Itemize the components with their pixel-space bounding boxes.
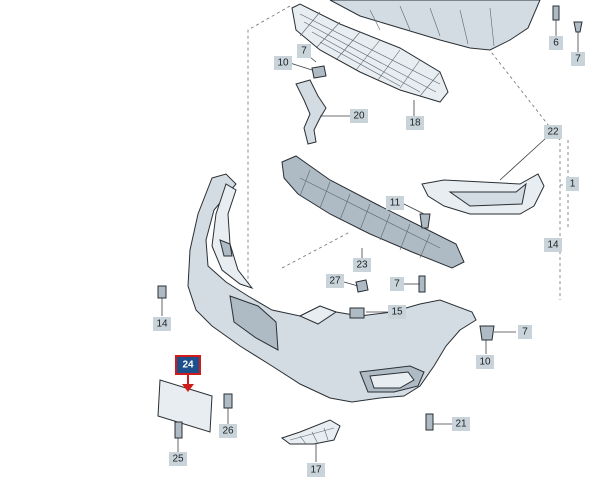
callout-23: 23	[356, 260, 368, 271]
callout-18: 18	[409, 118, 421, 129]
callout-22: 22	[547, 127, 559, 138]
callout-10-top: 10	[277, 58, 289, 69]
callout-26: 26	[222, 426, 234, 437]
absorber-body	[281, 155, 465, 269]
callout-27: 27	[329, 276, 341, 287]
clip-11	[419, 213, 431, 229]
guide-mid	[281, 231, 351, 269]
callout-17: 17	[310, 465, 322, 476]
callout-14-left: 14	[156, 319, 168, 330]
callout-7-mid: 7	[394, 279, 400, 290]
callout-24-box	[175, 355, 201, 375]
clip-27	[355, 279, 369, 293]
fasteners	[157, 5, 583, 439]
fog-lamp-frame	[421, 173, 545, 215]
clip-10-right	[479, 325, 495, 341]
callout-15: 15	[391, 307, 403, 318]
callout-21: 21	[455, 419, 467, 430]
radiator-grille	[291, 3, 449, 103]
bumper-cover	[187, 173, 477, 403]
side-bracket	[295, 79, 327, 145]
screw-25	[174, 421, 183, 439]
cap-15	[349, 307, 365, 319]
callout-7-top: 7	[301, 46, 307, 57]
callout-25: 25	[172, 454, 184, 465]
callout-20: 20	[353, 111, 365, 122]
guide-left	[247, 5, 291, 285]
leader-lines	[161, 20, 579, 462]
clip-7-top-right	[573, 21, 583, 33]
upper-bracket-body	[329, 0, 541, 51]
screw-6	[552, 5, 560, 21]
impact-absorber	[281, 155, 465, 269]
callout-7-top-right: 7	[575, 54, 581, 65]
license-plate-holder	[157, 379, 213, 433]
assembly-guides	[247, 5, 572, 300]
callout-14-right: 14	[547, 240, 559, 251]
clip-14-left	[157, 285, 167, 299]
clip-10-top	[311, 65, 327, 79]
callout-10-right: 10	[479, 357, 491, 368]
highlight-arrow-head	[182, 384, 194, 392]
lower-grille-strip	[280, 419, 341, 445]
callout-6: 6	[553, 38, 559, 49]
callout-24: 24	[182, 360, 194, 371]
bumper-shell	[187, 173, 477, 403]
callout-7-right: 7	[522, 327, 528, 338]
license-recess	[229, 295, 279, 351]
callout-1: 1	[570, 179, 576, 190]
guide-right	[487, 47, 561, 300]
callout-11: 11	[390, 198, 401, 209]
screw-21	[425, 413, 434, 431]
clip-26	[223, 393, 233, 409]
upper-bracket	[329, 0, 541, 51]
callouts: 1 6 7 7 10 18 20 22 11 14 27 7 23 14 15 …	[153, 36, 585, 477]
